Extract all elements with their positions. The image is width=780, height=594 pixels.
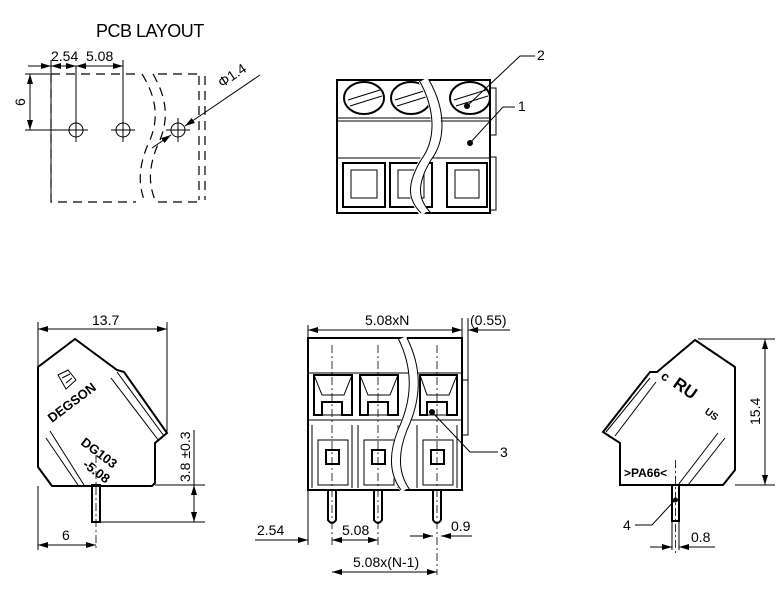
front-view: 5.08xN (0.55) 3 2.54 5.08 0.9 5.08x(N-1) xyxy=(255,312,510,575)
dim-span: 5.08x(N-1) xyxy=(353,554,419,570)
right-side-view: c RU US >PA66< 15.4 0.8 4 xyxy=(601,338,775,555)
pcb-layout-title: PCB LAYOUT xyxy=(96,21,204,41)
dim-2-54: 2.54 xyxy=(51,48,78,64)
degson-logo-icon xyxy=(57,369,77,390)
left-side-view: DEGSON DG103 -5.08 13.7 3.8 ±0.3 6 xyxy=(37,312,205,550)
dim-0-8: 0.8 xyxy=(691,529,711,545)
material-text: >PA66< xyxy=(624,466,667,480)
ul-mark-icon: RU xyxy=(670,374,701,404)
dim-6-side: 6 xyxy=(62,527,70,543)
dim-6: 6 xyxy=(12,98,28,106)
wire-entry xyxy=(313,374,353,416)
cert-c-text: c xyxy=(658,368,673,384)
pcb-hole xyxy=(111,118,135,142)
dim-13-7: 13.7 xyxy=(92,312,119,328)
dim-5-08xN: 5.08xN xyxy=(365,312,409,328)
dim-5-08-front: 5.08 xyxy=(342,522,369,538)
pcb-hole xyxy=(166,118,190,142)
dim-15-4: 15.4 xyxy=(747,398,763,425)
wire-entry xyxy=(419,374,458,416)
callout-2: 2 xyxy=(537,47,545,63)
dim-2-54-front: 2.54 xyxy=(257,522,284,538)
screw xyxy=(343,81,385,115)
dim-5-08: 5.08 xyxy=(86,48,113,64)
pcb-hole xyxy=(64,118,88,142)
callout-4: 4 xyxy=(623,517,631,533)
dim-0-55: (0.55) xyxy=(470,312,507,328)
screw xyxy=(449,81,491,115)
callout-3: 3 xyxy=(500,444,508,460)
pcb-layout-view: PCB LAYOUT 2.54 5.08 6 Φ1.4 xyxy=(12,21,261,203)
wire-entry xyxy=(359,374,399,416)
cert-us-text: US xyxy=(702,406,720,423)
brand-text: DEGSON xyxy=(45,380,99,426)
terminal-clamp xyxy=(311,425,353,488)
callout-1: 1 xyxy=(518,98,526,114)
dim-0-9: 0.9 xyxy=(451,518,471,534)
top-view: 2 1 xyxy=(336,47,545,217)
terminal-clamp xyxy=(416,425,458,488)
dim-3-8: 3.8 ±0.3 xyxy=(177,431,193,482)
